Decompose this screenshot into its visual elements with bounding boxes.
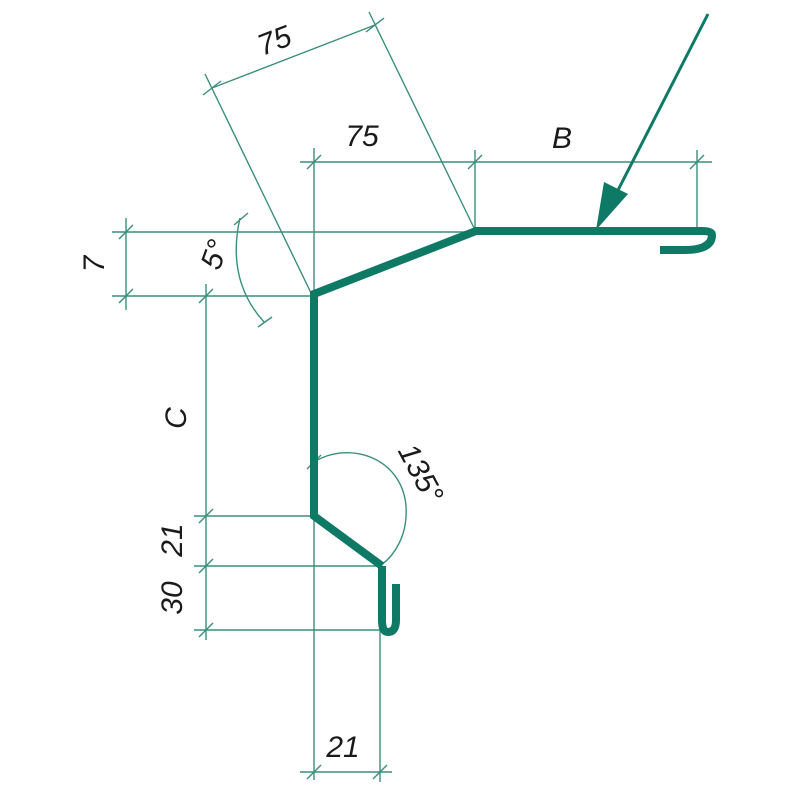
tick-mark	[233, 212, 249, 226]
dimension-label-drip: 30	[156, 581, 189, 615]
angle-label-135: 135°	[391, 438, 449, 508]
dimension-label-top: 75	[345, 120, 379, 153]
tick-mark	[257, 316, 273, 328]
dimension-label-bottom: 21	[325, 731, 359, 764]
angle-label-5: 5°	[195, 236, 236, 274]
arrow-head	[596, 182, 628, 230]
tick-mark	[689, 154, 705, 170]
dimension-slope-75: 75	[202, 11, 477, 296]
extension-line	[204, 73, 313, 296]
angle-arc	[235, 217, 265, 323]
dimension-line	[211, 24, 376, 89]
dimension-label-bend: 21	[156, 523, 189, 557]
profile-shape	[310, 227, 717, 637]
tick-mark	[306, 764, 322, 780]
dimension-label-c: C	[160, 407, 193, 429]
dimension-label-rise: 7	[78, 254, 111, 272]
dimension-top-horizontal: 75 B	[300, 120, 712, 780]
drip-edge-hook	[378, 566, 400, 637]
tick-mark	[202, 80, 222, 96]
tick-mark	[198, 622, 214, 638]
tick-mark	[118, 288, 134, 304]
angle-arc	[313, 452, 407, 567]
dimension-left-verticals: C 21 30	[156, 284, 382, 640]
tick-mark	[365, 17, 385, 33]
extension-line	[368, 11, 477, 233]
angle-135-degree: 135°	[306, 438, 450, 567]
arrow-shaft	[613, 13, 710, 197]
direction-arrow-icon	[596, 13, 710, 230]
tick-mark	[198, 558, 214, 574]
profile-outline	[310, 227, 717, 570]
tick-mark	[467, 154, 483, 170]
tick-mark	[198, 288, 214, 304]
tick-mark	[198, 508, 214, 524]
tick-mark	[306, 154, 322, 170]
tick-mark	[372, 764, 388, 780]
tick-mark	[118, 224, 134, 240]
dimension-label-slope: 75	[253, 20, 296, 63]
dimension-rise-7: 7	[78, 218, 476, 310]
dimension-label-b: B	[552, 122, 572, 155]
